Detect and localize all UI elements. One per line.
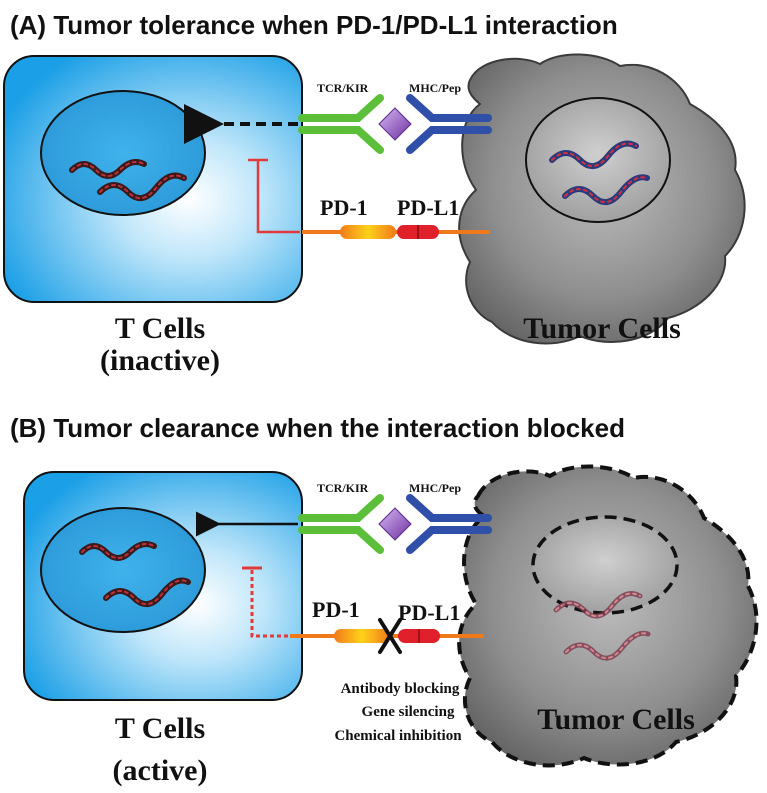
pd1-protein-b — [334, 629, 390, 643]
pdl1-label-b: PD-L1 — [398, 600, 460, 625]
blocking-method-2: Gene silencing — [362, 704, 455, 720]
mhc-receptor-a — [406, 94, 492, 154]
t-cell-nucleus-b — [40, 507, 206, 633]
panel-b: (B) Tumor clearance when the interaction… — [10, 413, 759, 787]
t-cell-label-a: T Cells — [115, 312, 205, 345]
tcr-receptor-a — [298, 94, 384, 154]
pd1-label-a: PD-1 — [320, 195, 368, 220]
t-cell-dna-a — [69, 159, 187, 201]
tcr-label-a: TCR/KIR — [317, 81, 369, 95]
tumor-dna-b — [553, 591, 651, 661]
panel-b-title: (B) Tumor clearance when the interaction… — [10, 413, 625, 443]
tcr-receptor-b — [298, 494, 384, 554]
block-x-mark — [378, 618, 402, 654]
blocking-method-1: Antibody blocking — [341, 681, 460, 697]
t-cell-state-b: (active) — [113, 754, 208, 787]
tumor-nucleus-b — [531, 515, 679, 615]
blocking-method-3: Chemical inhibition — [334, 728, 462, 744]
mhc-label-a: MHC/Pep — [409, 81, 461, 95]
tumor-nucleus-a — [525, 97, 671, 223]
inhibition-line-b — [242, 566, 288, 638]
t-cell-label-b: T Cells — [115, 712, 205, 745]
tumor-dna-a — [549, 140, 650, 205]
mhc-receptor-b — [406, 494, 492, 554]
peptide-diamond-a — [378, 107, 412, 141]
t-cell-state-a: (inactive) — [100, 344, 220, 377]
pd1-label-b: PD-1 — [312, 597, 360, 622]
t-cell-nucleus-a — [40, 90, 206, 216]
tumor-label-a: Tumor Cells — [523, 312, 681, 345]
t-cell-dna-b — [79, 541, 191, 607]
tumor-label-b: Tumor Cells — [537, 703, 695, 736]
pd1-protein-a — [340, 225, 396, 239]
panel-a: (A) Tumor tolerance when PD-1/PD-L1 inte… — [3, 10, 746, 377]
inhibition-line-a — [248, 158, 300, 234]
mhc-label-b: MHC/Pep — [409, 481, 461, 495]
pdl1-label-a: PD-L1 — [397, 195, 459, 220]
tumor-cell-b — [457, 464, 759, 768]
peptide-diamond-b — [378, 507, 412, 541]
tcr-label-b: TCR/KIR — [317, 481, 369, 495]
panel-a-title: (A) Tumor tolerance when PD-1/PD-L1 inte… — [10, 10, 618, 40]
